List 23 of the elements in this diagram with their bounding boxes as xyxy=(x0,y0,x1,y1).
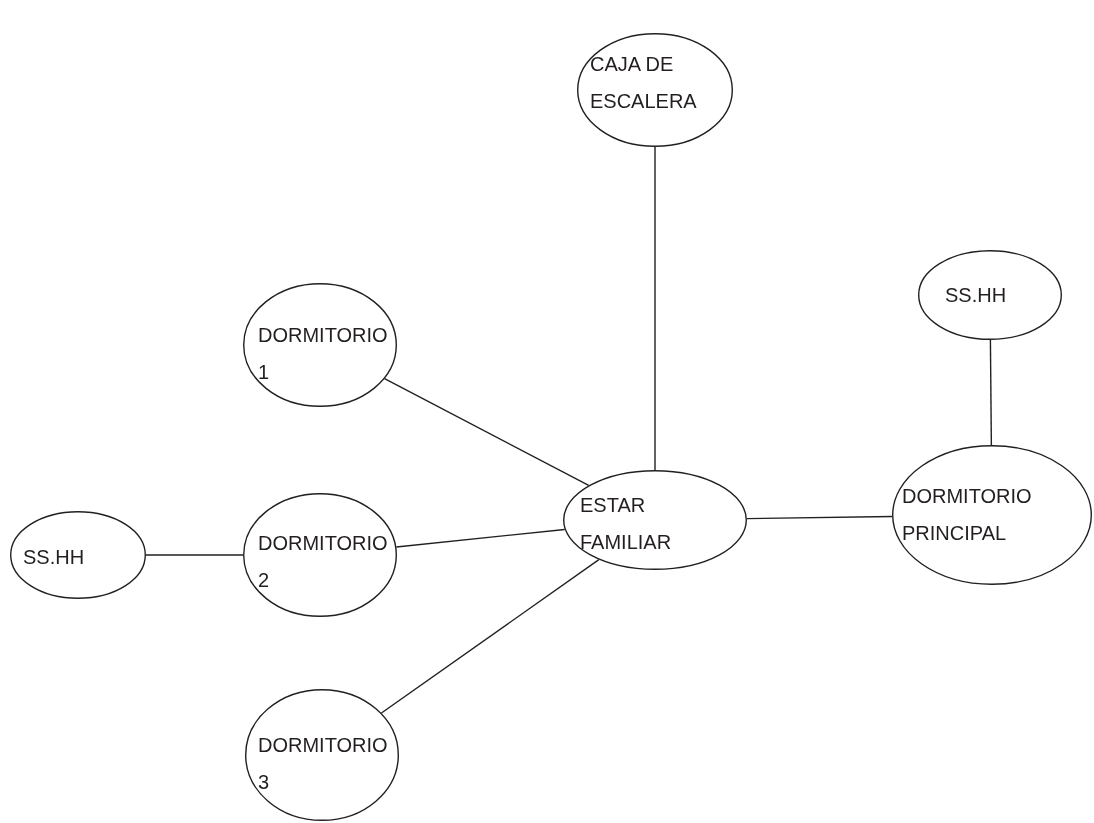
connector-line xyxy=(989,339,993,446)
connector-line xyxy=(145,554,244,556)
room-label: DORMITORIO 3 xyxy=(258,733,388,795)
room-label: DORMITORIO PRINCIPAL xyxy=(902,484,1032,546)
room-label: DORMITORIO 2 xyxy=(258,531,388,593)
ellipse-node xyxy=(918,250,1062,340)
room-label: CAJA DE ESCALERA xyxy=(590,52,698,114)
ellipse-node xyxy=(577,33,733,147)
room-label: SS.HH xyxy=(945,283,1007,308)
ellipse-node xyxy=(10,511,146,599)
room-label: ESTAR FAMILIAR xyxy=(580,493,672,555)
ellipse-node xyxy=(243,283,397,407)
connector-line xyxy=(395,528,566,548)
room-label: SS.HH xyxy=(23,545,85,570)
ellipse-node xyxy=(892,445,1092,585)
connector-line xyxy=(746,515,893,520)
ellipse-node xyxy=(245,689,399,821)
room-label: DORMITORIO 1 xyxy=(258,323,388,385)
connector-line xyxy=(380,558,600,714)
connector-line xyxy=(383,378,590,487)
ellipse-node xyxy=(563,470,747,570)
ellipse-node xyxy=(243,493,397,617)
connector-line xyxy=(654,146,656,471)
